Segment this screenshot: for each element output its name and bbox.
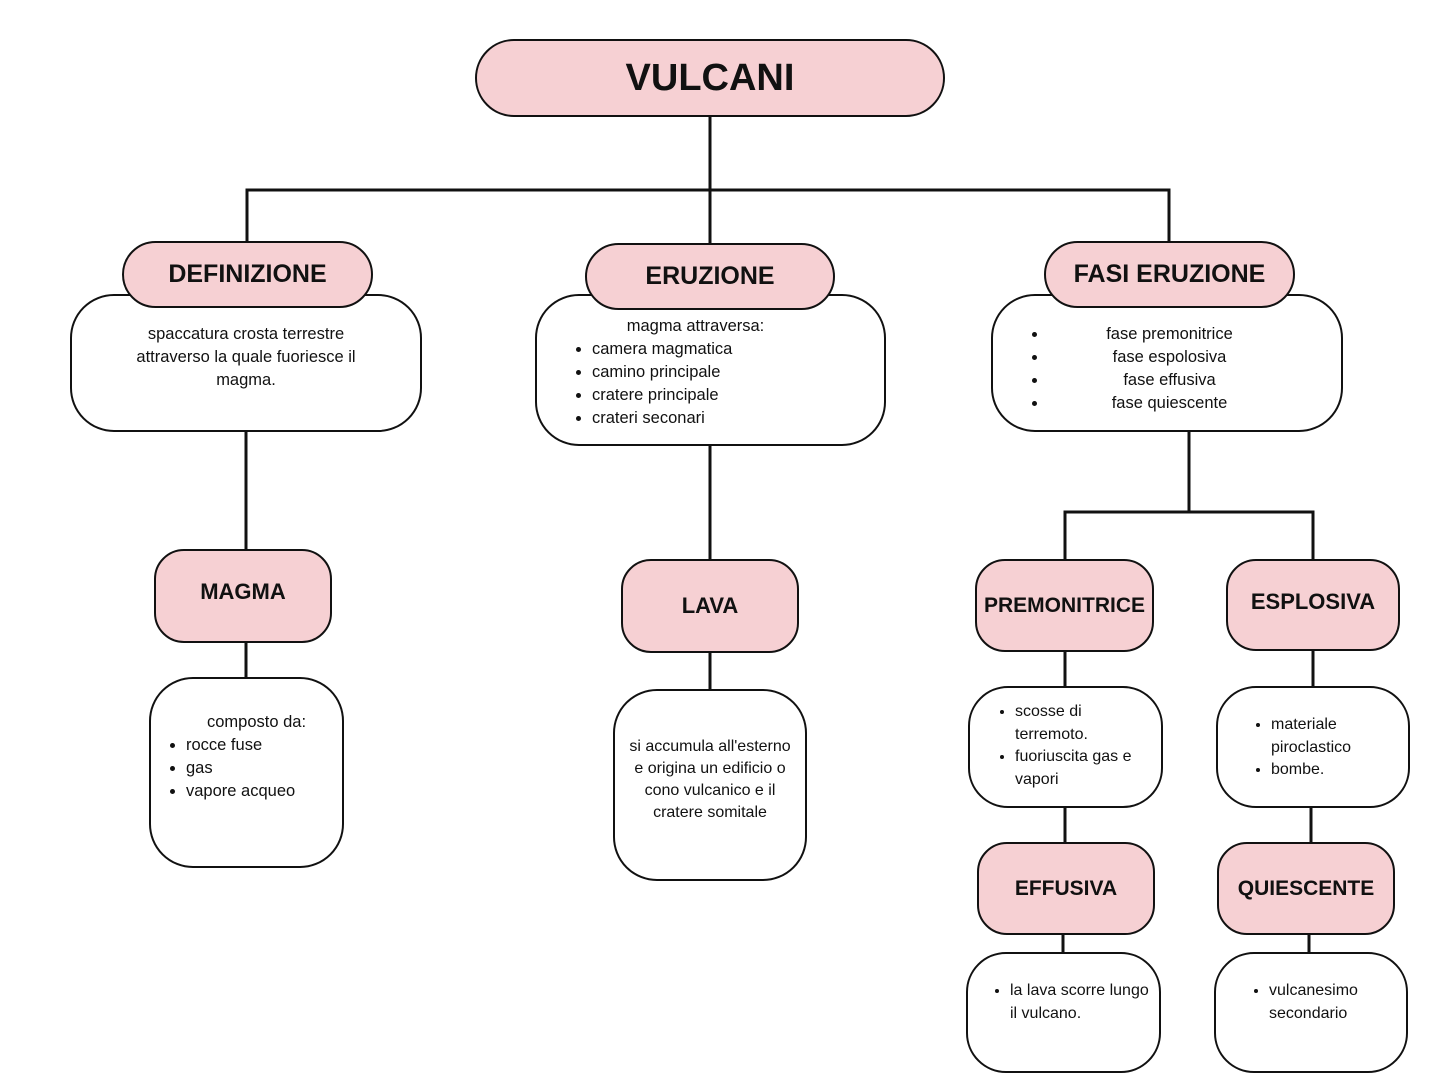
definizione-title-node: DEFINIZIONE xyxy=(122,241,373,308)
effusiva-description-box: la lava scorre lungo il vulcano. xyxy=(966,952,1161,1073)
esplosiva-description-box: materiale piroclastico bombe. xyxy=(1216,686,1410,808)
root-title: VULCANI xyxy=(625,56,795,99)
definizione-text: spaccatura crosta terrestre attraverso l… xyxy=(136,325,356,389)
eruzione-title: ERUZIONE xyxy=(645,262,775,290)
eruzione-title-node: ERUZIONE xyxy=(585,243,835,310)
definizione-description-box: spaccatura crosta terrestre attraverso l… xyxy=(70,294,422,432)
fasi-eruzione-list: fase premonitrice fase espolosiva fase e… xyxy=(1023,323,1321,415)
effusiva-list: la lava scorre lungo il vulcano. xyxy=(985,980,1149,1025)
fasi-eruzione-description-box: fase premonitrice fase espolosiva fase e… xyxy=(991,294,1343,432)
lava-title-node: LAVA xyxy=(621,559,799,653)
quiescente-description-box: vulcanesimo secondario xyxy=(1214,952,1408,1073)
premonitrice-title-node: PREMONITRICE xyxy=(975,559,1154,652)
list-item: la lava scorre lungo il vulcano. xyxy=(1010,980,1149,1025)
list-item: fuoriuscita gas e vapori xyxy=(1015,746,1151,791)
magma-title-node: MAGMA xyxy=(154,549,332,643)
list-item: scosse di terremoto. xyxy=(1015,701,1151,746)
root-node-vulcani: VULCANI xyxy=(475,39,945,117)
esplosiva-title-node: ESPLOSIVA xyxy=(1226,559,1400,651)
eruzione-intro: magma attraversa: xyxy=(626,317,765,335)
fasi-eruzione-title-node: FASI ERUZIONE xyxy=(1044,241,1295,308)
fasi-eruzione-title: FASI ERUZIONE xyxy=(1073,260,1266,288)
list-item: vapore acqueo xyxy=(186,780,332,803)
magma-title: MAGMA xyxy=(200,579,286,604)
magma-intro: composto da: xyxy=(206,713,307,731)
premonitrice-title: PREMONITRICE xyxy=(983,593,1145,617)
effusiva-title-node: EFFUSIVA xyxy=(977,842,1155,935)
lava-text: si accumula all'esterno e origina un edi… xyxy=(629,738,791,821)
lava-description-box: si accumula all'esterno e origina un edi… xyxy=(613,689,807,881)
esplosiva-title: ESPLOSIVA xyxy=(1250,589,1376,614)
eruzione-description-box: magma attraversa: camera magmatica camin… xyxy=(535,294,886,446)
list-item: camino principale xyxy=(592,361,864,384)
quiescente-title-node: QUIESCENTE xyxy=(1217,842,1395,935)
list-item: fase effusiva xyxy=(1048,369,1321,392)
premonitrice-description-box: scosse di terremoto. fuoriuscita gas e v… xyxy=(968,686,1163,808)
list-item: fase espolosiva xyxy=(1048,346,1321,369)
eruzione-list: camera magmatica camino principale crate… xyxy=(567,338,864,430)
list-item: vulcanesimo secondario xyxy=(1269,980,1396,1025)
quiescente-title: QUIESCENTE xyxy=(1237,876,1375,900)
esplosiva-list: materiale piroclastico bombe. xyxy=(1246,714,1398,782)
definizione-title: DEFINIZIONE xyxy=(168,260,327,288)
effusiva-title: EFFUSIVA xyxy=(1014,876,1118,900)
list-item: materiale piroclastico xyxy=(1271,714,1398,759)
list-item: cratere principale xyxy=(592,384,864,407)
list-item: bombe. xyxy=(1271,759,1398,782)
list-item: fase quiescente xyxy=(1048,392,1321,415)
list-item: rocce fuse xyxy=(186,734,332,757)
magma-description-box: composto da: rocce fuse gas vapore acque… xyxy=(149,677,344,868)
list-item: camera magmatica xyxy=(592,338,864,361)
list-item: crateri seconari xyxy=(592,407,864,430)
list-item: gas xyxy=(186,757,332,780)
quiescente-list: vulcanesimo secondario xyxy=(1244,980,1396,1025)
magma-list: rocce fuse gas vapore acqueo xyxy=(161,734,332,803)
list-item: fase premonitrice xyxy=(1048,323,1321,346)
lava-title: LAVA xyxy=(681,593,739,618)
premonitrice-list: scosse di terremoto. fuoriuscita gas e v… xyxy=(990,701,1151,791)
